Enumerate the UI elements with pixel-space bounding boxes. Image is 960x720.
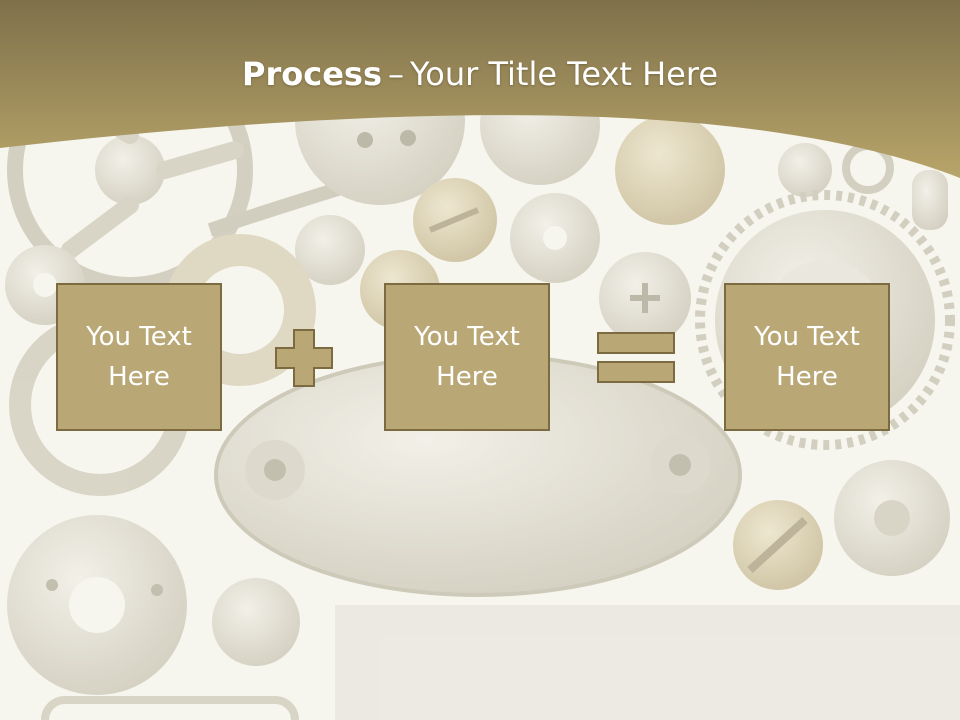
process-box-2-text: You Text Here [414, 322, 520, 392]
process-box-1[interactable]: You Text Here [56, 283, 222, 431]
process-box-1-text: You Text Here [86, 322, 192, 392]
title-rest: Your Title Text Here [409, 55, 718, 93]
title-separator: – [387, 55, 404, 93]
slide-title: Process–Your Title Text Here [0, 52, 960, 96]
process-box-3[interactable]: You Text Here [724, 283, 890, 431]
process-box-2[interactable]: You Text Here [384, 283, 550, 431]
plus-icon [275, 329, 333, 387]
process-box-3-text: You Text Here [754, 322, 860, 392]
title-bold: Process [242, 55, 382, 93]
header-band [0, 0, 960, 178]
equals-icon [597, 332, 675, 383]
